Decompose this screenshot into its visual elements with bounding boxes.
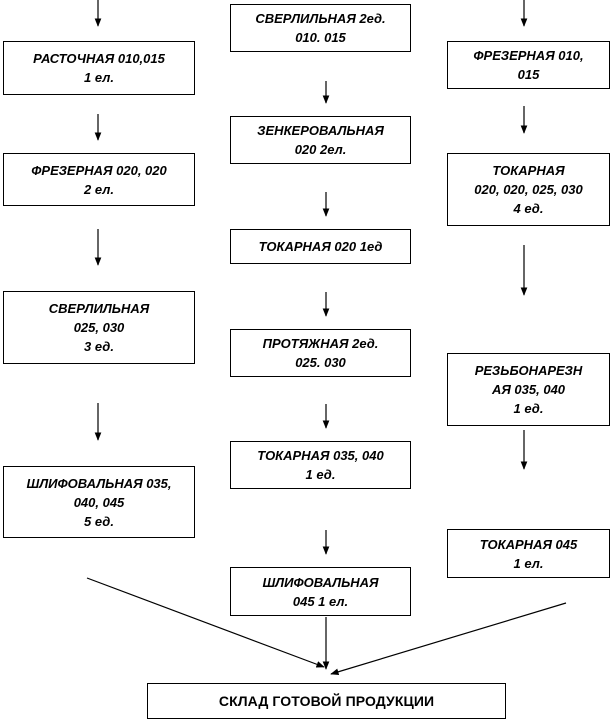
arrow-right-to-final [330,602,567,676]
finished-goods-warehouse-label: СКЛАД ГОТОВОЙ ПРОДУКЦИИ [218,692,435,709]
op-box-turning-045: ТОКАРНАЯ 045 1 ел. [447,529,610,578]
op-box-turning-right: ТОКАРНАЯ 020, 020, 025, 030 4 ед. [447,153,610,226]
op-box-line: 025, 030 [73,320,125,335]
arrow-left-to-final [86,577,325,668]
op-box-broaching: ПРОТЯЖНАЯ 2ед. 025. 030 [230,329,411,377]
op-box-line: 1 ел. [84,70,114,85]
op-box-grinding-mid: ШЛИФОВАЛЬНАЯ 045 1 ел. [230,567,411,616]
op-box-boring: РАСТОЧНАЯ 010,015 1 ел. [3,41,195,95]
op-box-line: ТОКАРНАЯ 020 1ед [258,239,383,254]
op-box-turning-020: ТОКАРНАЯ 020 1ед [230,229,411,264]
op-box-milling: ФРЕЗЕРНАЯ 020, 020 2 ел. [3,153,195,206]
op-box-line: РАСТОЧНАЯ 010,015 [33,51,165,66]
op-box-countersinking: ЗЕНКЕРОВАЛЬНАЯ 020 2ел. [230,116,411,164]
op-box-line: 010. 015 [295,30,346,45]
op-box-line: СВЕРЛИЛЬНАЯ [48,301,150,316]
op-box-line: 2 ел. [84,181,114,197]
finished-goods-warehouse-box: СКЛАД ГОТОВОЙ ПРОДУКЦИИ [147,683,506,719]
op-box-line: 045 1 ел. [292,593,349,609]
op-box-line: 025. 030 [295,355,346,370]
op-box-line: ТОКАРНАЯ 035, 040 [257,448,384,463]
op-box-line: ФРЕЗЕРНАЯ 020, 020 [31,162,167,178]
op-box-turning-035: ТОКАРНАЯ 035, 040 1 ед. [230,441,411,489]
op-box-line: 3 ед. [84,339,114,354]
op-box-drilling-mid: СВЕРЛИЛЬНАЯ 2ед. 010. 015 [230,4,411,52]
op-box-line: 020 2ел. [294,142,347,157]
op-box-line: 1 ед. [513,401,544,416]
op-box-threading: РЕЗЬБОНАРЕЗН АЯ 035, 040 1 ед. [447,353,610,426]
op-box-milling-right: ФРЕЗЕРНАЯ 010, 015 [447,41,610,89]
op-box-line: ЗЕНКЕРОВАЛЬНАЯ [257,123,384,138]
op-box-line: АЯ 035, 040 [491,382,566,397]
op-box-line: ТОКАРНАЯ 045 [479,536,578,552]
op-box-grinding: ШЛИФОВАЛЬНАЯ 035, 040, 045 5 ед. [3,466,195,538]
op-box-line: СВЕРЛИЛЬНАЯ 2ед. [255,11,386,26]
op-box-line: ФРЕЗЕРНАЯ 010, [473,48,584,63]
op-box-line: 020, 020, 025, 030 [474,182,583,197]
op-box-line: 015 [517,67,540,82]
op-box-line: 4 ед. [513,201,544,216]
op-box-line: ПРОТЯЖНАЯ 2ед. [262,336,379,351]
op-box-line: РЕЗЬБОНАРЕЗН [474,363,583,378]
op-box-line: ШЛИФОВАЛЬНАЯ 035, [26,475,172,491]
op-box-line: 1 ел. [513,555,544,571]
op-box-line: ТОКАРНАЯ [492,163,565,178]
op-box-line: 040, 045 [73,494,125,510]
op-box-line: 5 ед. [84,513,114,529]
op-box-drilling: СВЕРЛИЛЬНАЯ 025, 030 3 ед. [3,291,195,364]
op-box-line: ШЛИФОВАЛЬНАЯ [262,574,379,590]
op-box-line: 1 ед. [305,467,336,482]
